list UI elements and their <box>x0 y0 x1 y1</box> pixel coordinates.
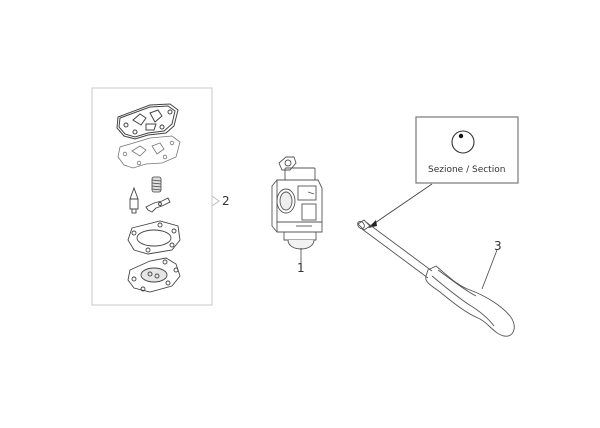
gasket-top-icon <box>116 103 179 140</box>
screwdriver-icon <box>357 219 515 337</box>
section-label: Sezione / Section <box>428 165 506 175</box>
part-callout-2: 2 <box>222 194 230 208</box>
section-profile-circle-icon <box>451 130 475 154</box>
part-callout-1: 1 <box>297 261 305 275</box>
section-box <box>415 116 519 184</box>
section-arrow-line <box>371 183 433 226</box>
gasket-thin-icon <box>117 135 181 169</box>
lever-arm-icon <box>145 197 171 213</box>
kit-bracket <box>211 195 220 207</box>
part-callout-3: 3 <box>494 239 502 253</box>
spring-icon <box>151 176 162 193</box>
gasket-ring-icon <box>127 220 181 255</box>
carburetor-icon <box>271 156 323 250</box>
diaphragm-icon <box>127 257 181 293</box>
needle-valve-icon <box>129 186 139 214</box>
leader-line-3 <box>481 249 498 290</box>
section-profile-dot <box>458 133 464 139</box>
